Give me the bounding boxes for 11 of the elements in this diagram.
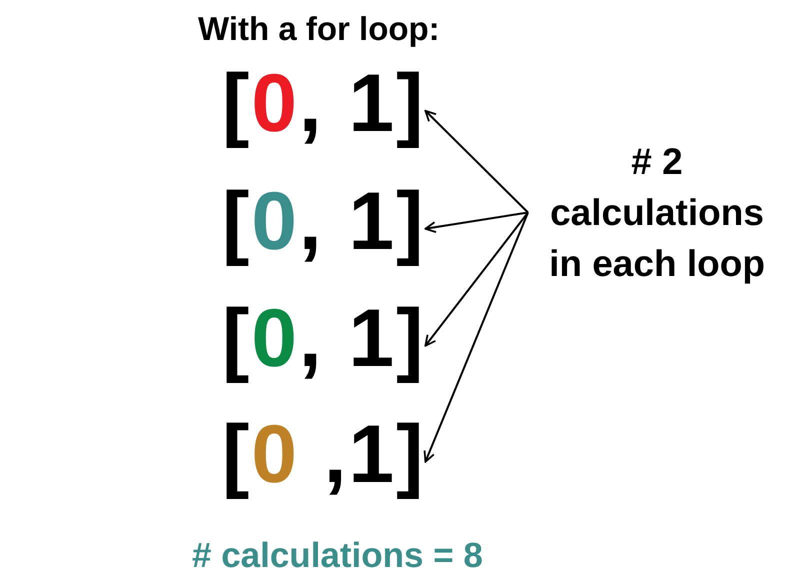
arrow (424, 212, 529, 347)
array-literal: [0, 1] (222, 292, 426, 386)
summary-text: # calculations = 8 (192, 538, 483, 573)
array-literal: [0 ,1] (222, 408, 426, 502)
annotation-text: # 2 calculations in each loop (528, 136, 786, 289)
title: With a for loop: (198, 12, 440, 45)
arrow (424, 212, 529, 463)
array-literal: [0, 1] (222, 175, 426, 270)
array-literal: [0, 1] (222, 57, 426, 152)
arrow (424, 212, 528, 234)
arrow (424, 110, 529, 214)
